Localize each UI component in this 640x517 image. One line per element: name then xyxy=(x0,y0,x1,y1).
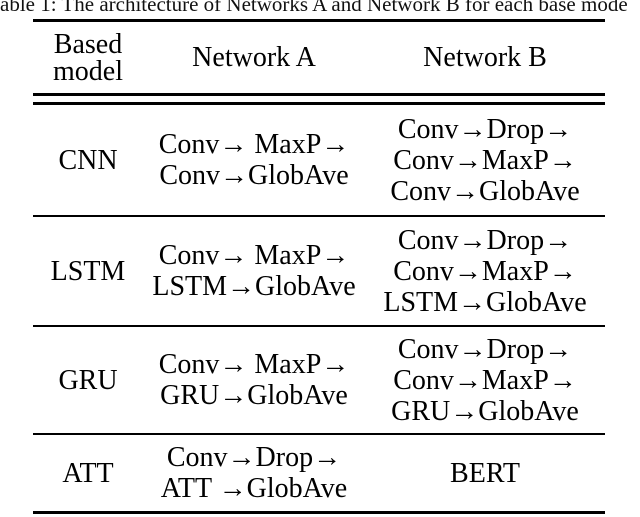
header-based-model: Based model xyxy=(33,22,143,93)
cell-line: Conv→GlobAve xyxy=(390,175,580,207)
cell-network-b: Conv→Drop→ Conv→MaxP→ Conv→GlobAve xyxy=(365,105,605,215)
table-top-rule xyxy=(33,19,605,22)
cell-based-model: ATT xyxy=(62,457,114,489)
cell-line: Conv→ MaxP→ xyxy=(158,240,350,271)
cell-line: Conv→ MaxP→ xyxy=(158,349,350,380)
header-separator-rule-bottom xyxy=(33,102,605,105)
cell-line: Conv→MaxP→ xyxy=(393,364,577,396)
cell-network-a: Conv→ MaxP→ GRU→GlobAve xyxy=(143,327,365,433)
cell-network-a: Conv→ MaxP→ Conv→GlobAve xyxy=(143,105,365,215)
row-separator-rule xyxy=(33,325,605,327)
cell-line: Conv→Drop→ xyxy=(397,113,573,145)
cell-network-b: BERT xyxy=(365,435,605,511)
cell-network-b: Conv→Drop→ Conv→MaxP→ GRU→GlobAve xyxy=(365,327,605,433)
cell-line: GRU→GlobAve xyxy=(160,380,348,411)
row-separator-rule xyxy=(33,433,605,435)
cell-line: LSTM→GlobAve xyxy=(383,286,587,318)
table-row-gru: GRU Conv→ MaxP→ GRU→GlobAve Conv→Drop→ C… xyxy=(33,327,605,433)
cell-line: BERT xyxy=(450,457,520,489)
header-network-a: Network A xyxy=(192,42,316,73)
table-row-lstm: LSTM Conv→ MaxP→ LSTM→GlobAve Conv→Drop→… xyxy=(33,217,605,325)
row-separator-rule xyxy=(33,215,605,217)
cell-line: Conv→MaxP→ xyxy=(393,144,577,176)
table-bottom-rule xyxy=(33,511,605,514)
cell-based-model: LSTM xyxy=(50,255,126,287)
header-separator-rule-top xyxy=(33,93,605,96)
cell-line: Conv→ MaxP→ xyxy=(158,129,350,160)
header-based-model-line1: Based xyxy=(53,28,123,60)
header-network-b: Network B xyxy=(423,42,547,73)
header-based-model-line2: model xyxy=(53,55,123,87)
cell-based-model: GRU xyxy=(58,364,118,396)
architecture-table: Based model Network A Network B CNN Conv… xyxy=(33,19,605,514)
cell-line: Conv→GlobAve xyxy=(159,160,349,191)
cell-line: LSTM→GlobAve xyxy=(152,271,356,302)
cell-line: Conv→Drop→ xyxy=(397,333,573,365)
cell-network-b: Conv→Drop→ Conv→MaxP→ LSTM→GlobAve xyxy=(365,217,605,325)
table-row-att: ATT Conv→Drop→ ATT →GlobAve BERT xyxy=(33,435,605,511)
cell-network-a: Conv→ MaxP→ LSTM→GlobAve xyxy=(143,217,365,325)
cell-line: Conv→MaxP→ xyxy=(393,255,577,287)
cell-network-a: Conv→Drop→ ATT →GlobAve xyxy=(143,435,365,511)
table-header-row: Based model Network A Network B xyxy=(33,22,605,93)
table-caption: able 1: The architecture of Networks A a… xyxy=(0,0,628,15)
cell-line: GRU→GlobAve xyxy=(391,395,579,427)
cell-line: ATT →GlobAve xyxy=(160,473,348,504)
table-row-cnn: CNN Conv→ MaxP→ Conv→GlobAve Conv→Drop→ … xyxy=(33,105,605,215)
cell-line: Conv→Drop→ xyxy=(397,224,573,256)
cell-based-model: CNN xyxy=(58,144,118,176)
cell-line: Conv→Drop→ xyxy=(166,442,342,473)
